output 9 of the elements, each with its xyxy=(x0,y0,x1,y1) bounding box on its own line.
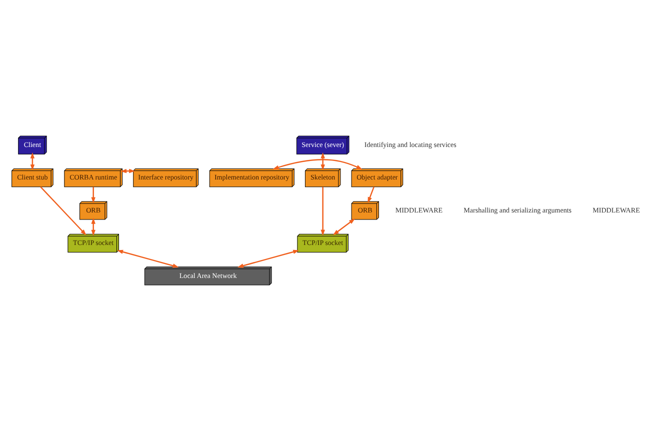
arrow xyxy=(116,250,179,268)
arrow xyxy=(91,186,96,204)
arrow xyxy=(91,218,96,236)
arrow xyxy=(40,186,86,236)
arrow xyxy=(237,250,300,268)
arrow xyxy=(320,186,325,236)
arrow xyxy=(368,186,374,204)
arrow xyxy=(272,159,362,170)
arrow xyxy=(332,218,356,236)
